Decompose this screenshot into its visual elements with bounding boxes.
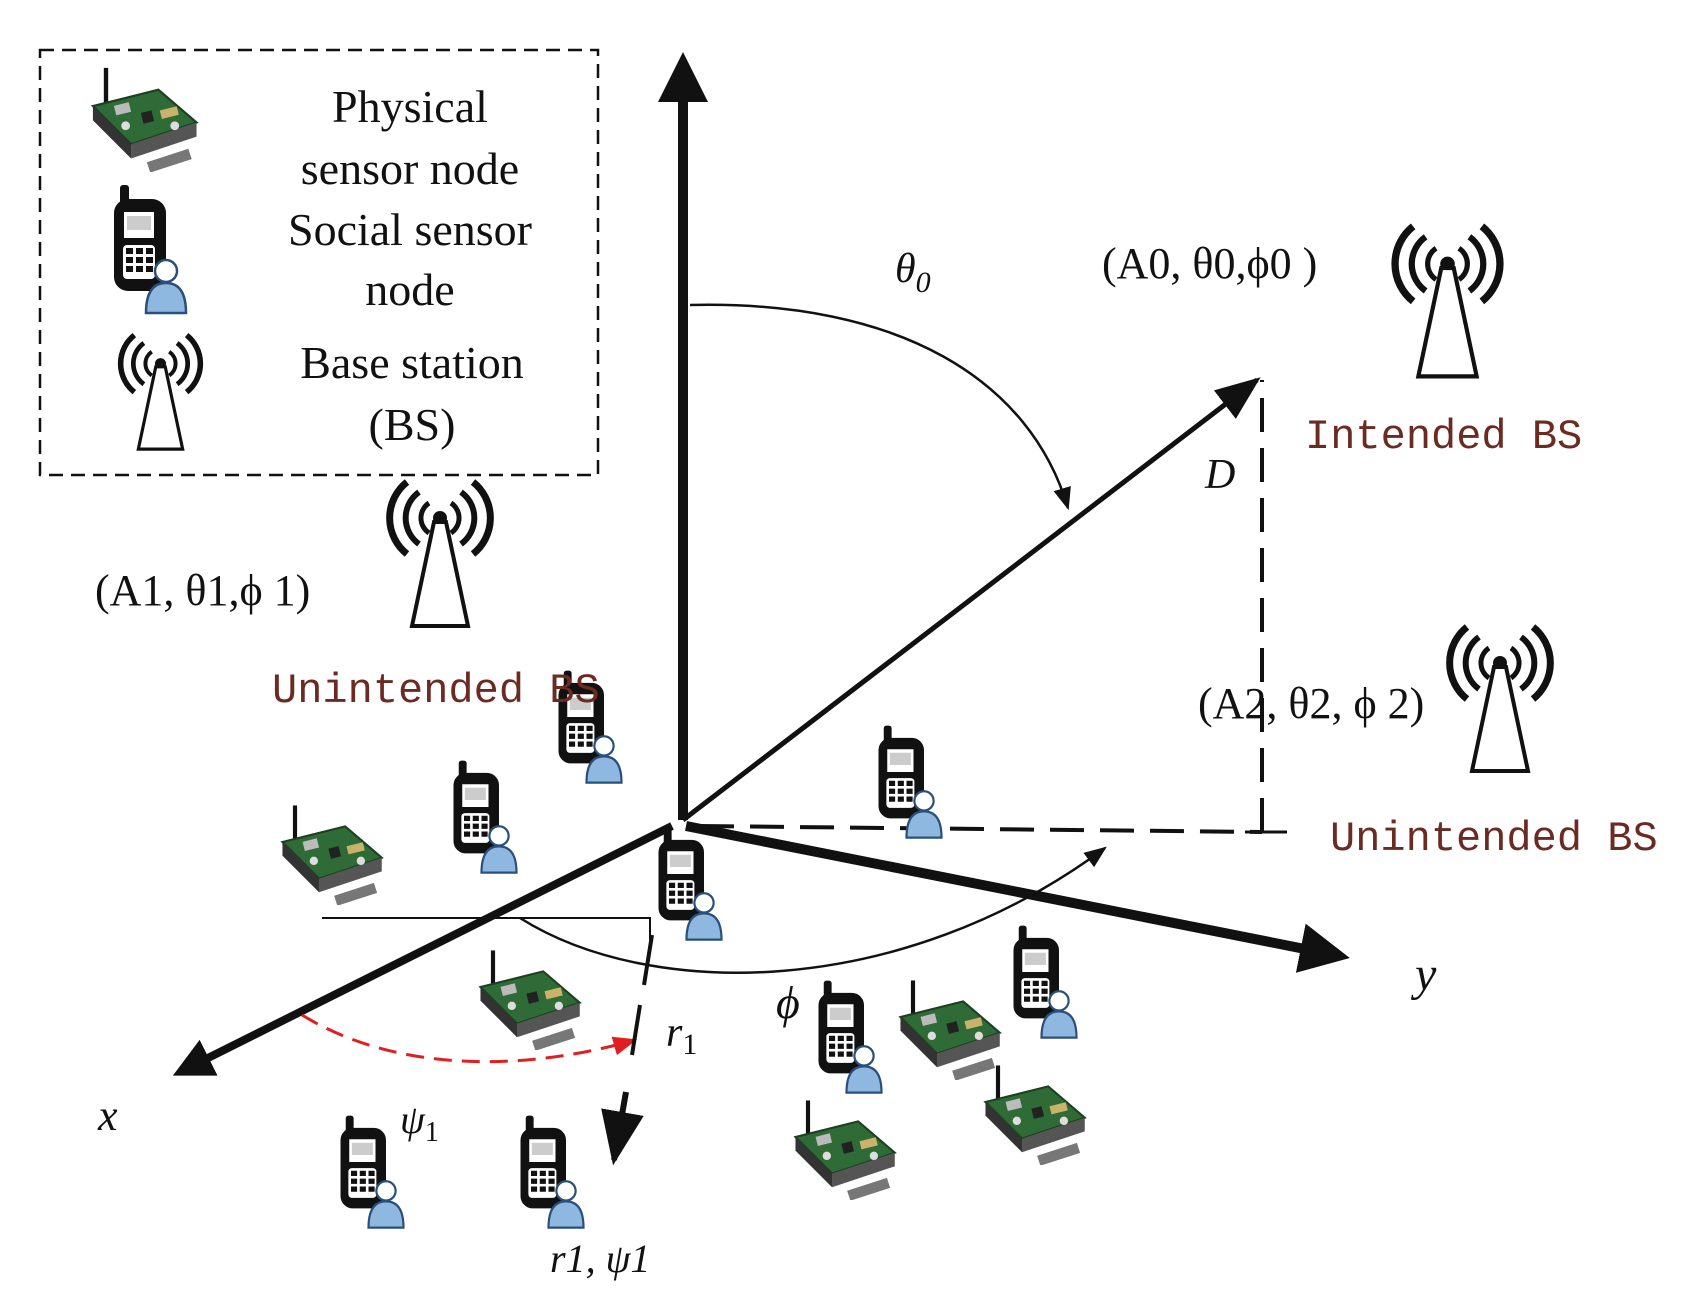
phone-user-icon-3	[877, 724, 943, 839]
legend-border	[38, 48, 600, 477]
legend-social-line1: Social sensor	[288, 204, 532, 255]
x-axis	[172, 822, 674, 1076]
unintended-bs-2-icon	[1450, 627, 1551, 771]
intended-bs-coord: (A0, θ0,ϕ0 )	[1102, 239, 1317, 288]
psi1-arc	[301, 1013, 638, 1064]
phone-user-icon-2	[452, 759, 518, 874]
r1-psi1-label: r1, ψ1	[550, 1236, 650, 1281]
intended-bs-icon	[1395, 226, 1500, 376]
angle-arcs	[301, 303, 1107, 1166]
legend: Physical sensor node Social sensor node …	[38, 48, 600, 477]
legend-social-line2: node	[365, 264, 454, 315]
legend-physical-line2: sensor node	[301, 143, 519, 194]
unintended-bs-2-coord: (A2, θ2, ϕ 2)	[1198, 679, 1424, 728]
unintended-bs-2-label: Unintended BS	[1330, 815, 1658, 863]
unintended-bs-1-label: Unintended BS	[272, 667, 600, 715]
distance-d-label: D	[1204, 452, 1235, 498]
phone-user-icon-5	[1012, 924, 1078, 1039]
r1-label: r1	[666, 1010, 697, 1061]
phone-user-icon-6	[817, 979, 883, 1094]
sensor-board-icon-2	[480, 950, 579, 1050]
r1-dash-2	[630, 1004, 642, 1056]
sensor-board-icon-4	[985, 1065, 1084, 1165]
phone-user-icon-8	[519, 1114, 585, 1229]
phone-user-icon-4	[657, 826, 723, 941]
legend-bs-line1: Base station	[300, 337, 524, 388]
phi-label: ϕ	[776, 977, 800, 1028]
phone-user-icon	[112, 185, 188, 315]
phi-arc	[519, 846, 1107, 974]
theta0-arc	[689, 303, 1071, 511]
y-axis-label: y	[1410, 948, 1437, 1001]
unintended-bs-1-icon	[390, 482, 491, 626]
axes	[172, 52, 1350, 1076]
intended-direction-vector	[681, 377, 1261, 822]
phone-user-icon-7	[339, 1114, 405, 1229]
sensor-board-icon-3	[900, 980, 999, 1080]
legend-bs-line2: (BS)	[369, 399, 456, 450]
antenna-tower-icon	[121, 335, 201, 449]
r1-dash-1	[642, 934, 654, 986]
sensor-board-icon	[93, 68, 197, 173]
y-axis	[685, 821, 1350, 973]
legend-physical-line1: Physical	[332, 81, 488, 132]
psi1-label: ψ1	[400, 1097, 439, 1148]
labels: θ0 (A0, θ0,ϕ0 ) Intended BS D (A1, θ1,ϕ …	[95, 239, 1658, 1281]
intended-bs-label: Intended BS	[1305, 413, 1582, 461]
unintended-bs-1-coord: (A1, θ1,ϕ 1)	[95, 566, 310, 615]
projection-horizontal	[699, 824, 1263, 834]
r1-arrow	[601, 1091, 644, 1166]
theta0-label: θ0	[895, 246, 931, 299]
x-axis-label: x	[97, 1091, 118, 1140]
sensor-board-icon-5	[795, 1100, 894, 1200]
sensor-board-icon-1	[282, 805, 381, 905]
